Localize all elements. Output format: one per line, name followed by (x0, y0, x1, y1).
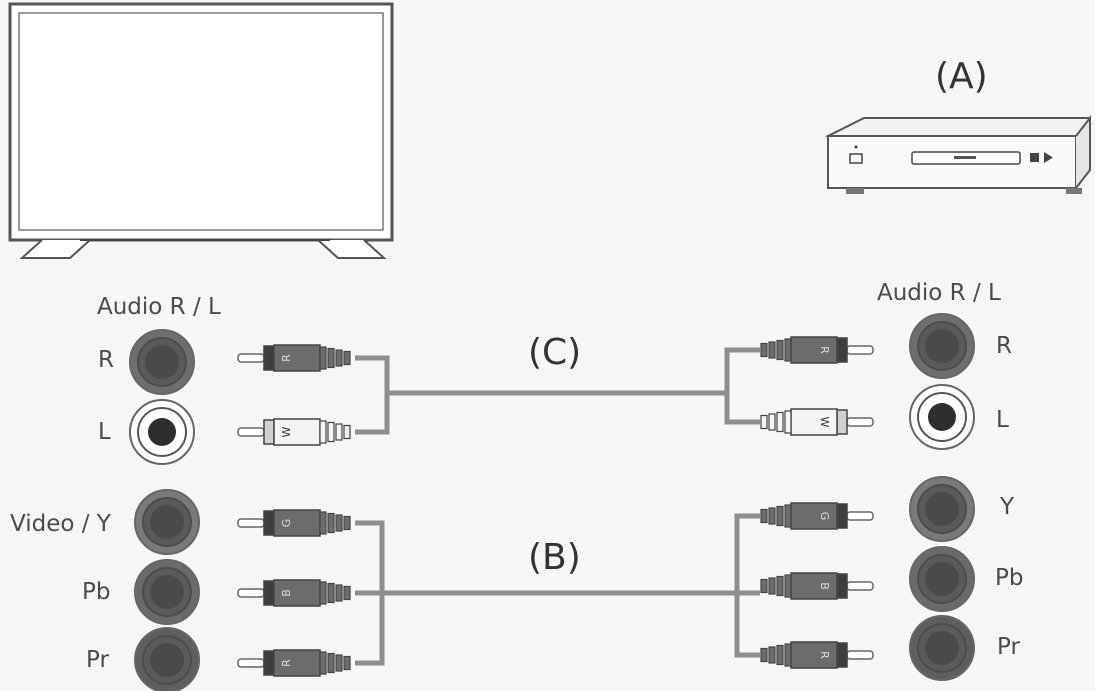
player-audio-heading: Audio R / L (877, 280, 1001, 306)
rca-plug-tv-1: W (237, 418, 351, 446)
tv-jack-pr (134, 627, 200, 691)
player-icon (824, 115, 1091, 194)
tv-port-label-pr: Pr (86, 647, 109, 673)
tv-jack-video-y (134, 489, 200, 555)
player-jack-y (909, 476, 975, 542)
player-port-label-pb: Pb (995, 565, 1024, 591)
rca-plug-player-8: B (760, 572, 874, 600)
player-port-label-pr: Pr (997, 634, 1020, 660)
plug-letter: W (818, 417, 831, 428)
rca-plug-player-9: R (760, 641, 874, 669)
player-port-label-r: R (996, 333, 1012, 359)
rca-plug-player-5: R (760, 336, 874, 364)
plug-letter: G (280, 519, 293, 528)
rca-plug-tv-3: B (237, 579, 351, 607)
plug-letter: R (818, 346, 831, 354)
plug-letter: W (280, 426, 293, 437)
player-jack-l (909, 384, 975, 450)
rca-plug-player-7: G (760, 502, 874, 530)
player-jack-r (909, 313, 975, 379)
video-cable-label: (B) (528, 537, 581, 578)
rca-plug-player-6: W (760, 408, 874, 436)
player-jack-pr (909, 615, 975, 681)
tv-port-label-y: Video / Y (10, 511, 111, 537)
tv-port-label-l: L (98, 419, 111, 445)
plug-letter: B (818, 582, 831, 590)
tv-jack-r (129, 329, 195, 395)
audio-cable (355, 347, 760, 435)
tv-port-label-pb: Pb (82, 579, 111, 605)
player-jack-pb (909, 546, 975, 612)
rca-plug-tv-0: R (237, 344, 351, 372)
rca-plug-tv-2: G (237, 509, 351, 537)
rca-plug-tv-4: R (237, 649, 351, 677)
tv-jack-l (129, 399, 195, 465)
plug-letter: B (280, 589, 293, 597)
tv-icon (8, 2, 394, 259)
player-port-label-y: Y (1000, 494, 1015, 520)
plug-letter: R (280, 659, 293, 667)
tv-jack-pb (134, 559, 200, 625)
tv-audio-heading: Audio R / L (97, 294, 221, 320)
tv-port-label-r: R (98, 347, 114, 373)
device-label: (A) (935, 56, 988, 97)
plug-letter: R (280, 354, 293, 362)
audio-cable-label: (C) (528, 332, 582, 373)
video-cable (355, 513, 760, 666)
player-port-label-l: L (996, 407, 1009, 433)
plug-letter: R (818, 651, 831, 659)
plug-letter: G (818, 512, 831, 521)
